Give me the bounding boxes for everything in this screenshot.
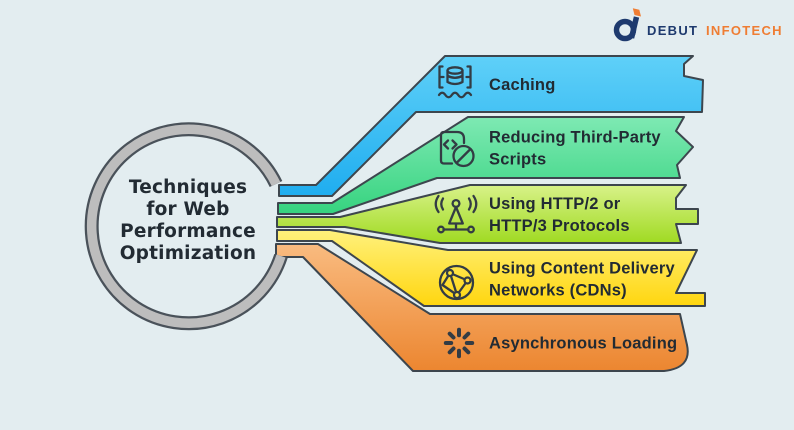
title-line-1: Techniques — [129, 177, 247, 198]
title-line-4: Optimization — [120, 243, 257, 264]
brand-debut: DEBUT — [647, 23, 698, 38]
spinner-icon — [443, 327, 475, 359]
brand-infotech: INFOTECH — [706, 23, 783, 38]
ribbon-cdn: Using Content Delivery Networks (CDNs) — [276, 229, 706, 307]
ribbon-caching: Caching — [278, 55, 704, 197]
label-cdn-line2: Networks (CDNs) — [489, 282, 627, 300]
no-script-icon — [439, 130, 475, 168]
center-circle-ring — [86, 124, 286, 328]
title-line-2: for Web — [146, 199, 229, 220]
label-http-line1: Using HTTP/2 or — [489, 195, 621, 213]
ribbon-cdn-shape — [276, 229, 706, 307]
center-circle: Techniques for Web Performance Optimizat… — [84, 122, 288, 331]
title-line-3: Performance — [120, 221, 256, 242]
label-caching: Caching — [489, 76, 556, 94]
caching-icon — [437, 65, 473, 99]
label-async: Asynchronous Loading — [489, 335, 677, 353]
logo-mark — [613, 8, 641, 42]
cdn-globe-icon — [438, 264, 475, 301]
ribbon-third-party-scripts: Reducing Third-Party Scripts — [277, 116, 694, 215]
label-cdn-line1: Using Content Delivery — [489, 260, 676, 278]
debut-infotech-logo: DEBUT INFOTECH — [613, 8, 783, 42]
ribbon-async-loading: Asynchronous Loading — [275, 243, 689, 372]
logo-mark-stem — [628, 16, 640, 39]
label-third-party-line1: Reducing Third-Party — [489, 129, 661, 147]
ribbon-http-protocols-shape — [276, 184, 699, 244]
antenna-icon — [434, 194, 478, 234]
label-third-party-line2: Scripts — [489, 151, 546, 169]
label-http-line2: HTTP/3 Protocols — [489, 217, 630, 235]
ribbon-http-protocols: Using HTTP/2 or HTTP/3 Protocols — [276, 184, 699, 244]
ribbon-async-loading-shape — [275, 243, 689, 372]
logo-dot — [632, 8, 641, 17]
ribbon-caching-shape — [278, 55, 704, 197]
diagram-title: Techniques for Web Performance Optimizat… — [120, 177, 257, 264]
